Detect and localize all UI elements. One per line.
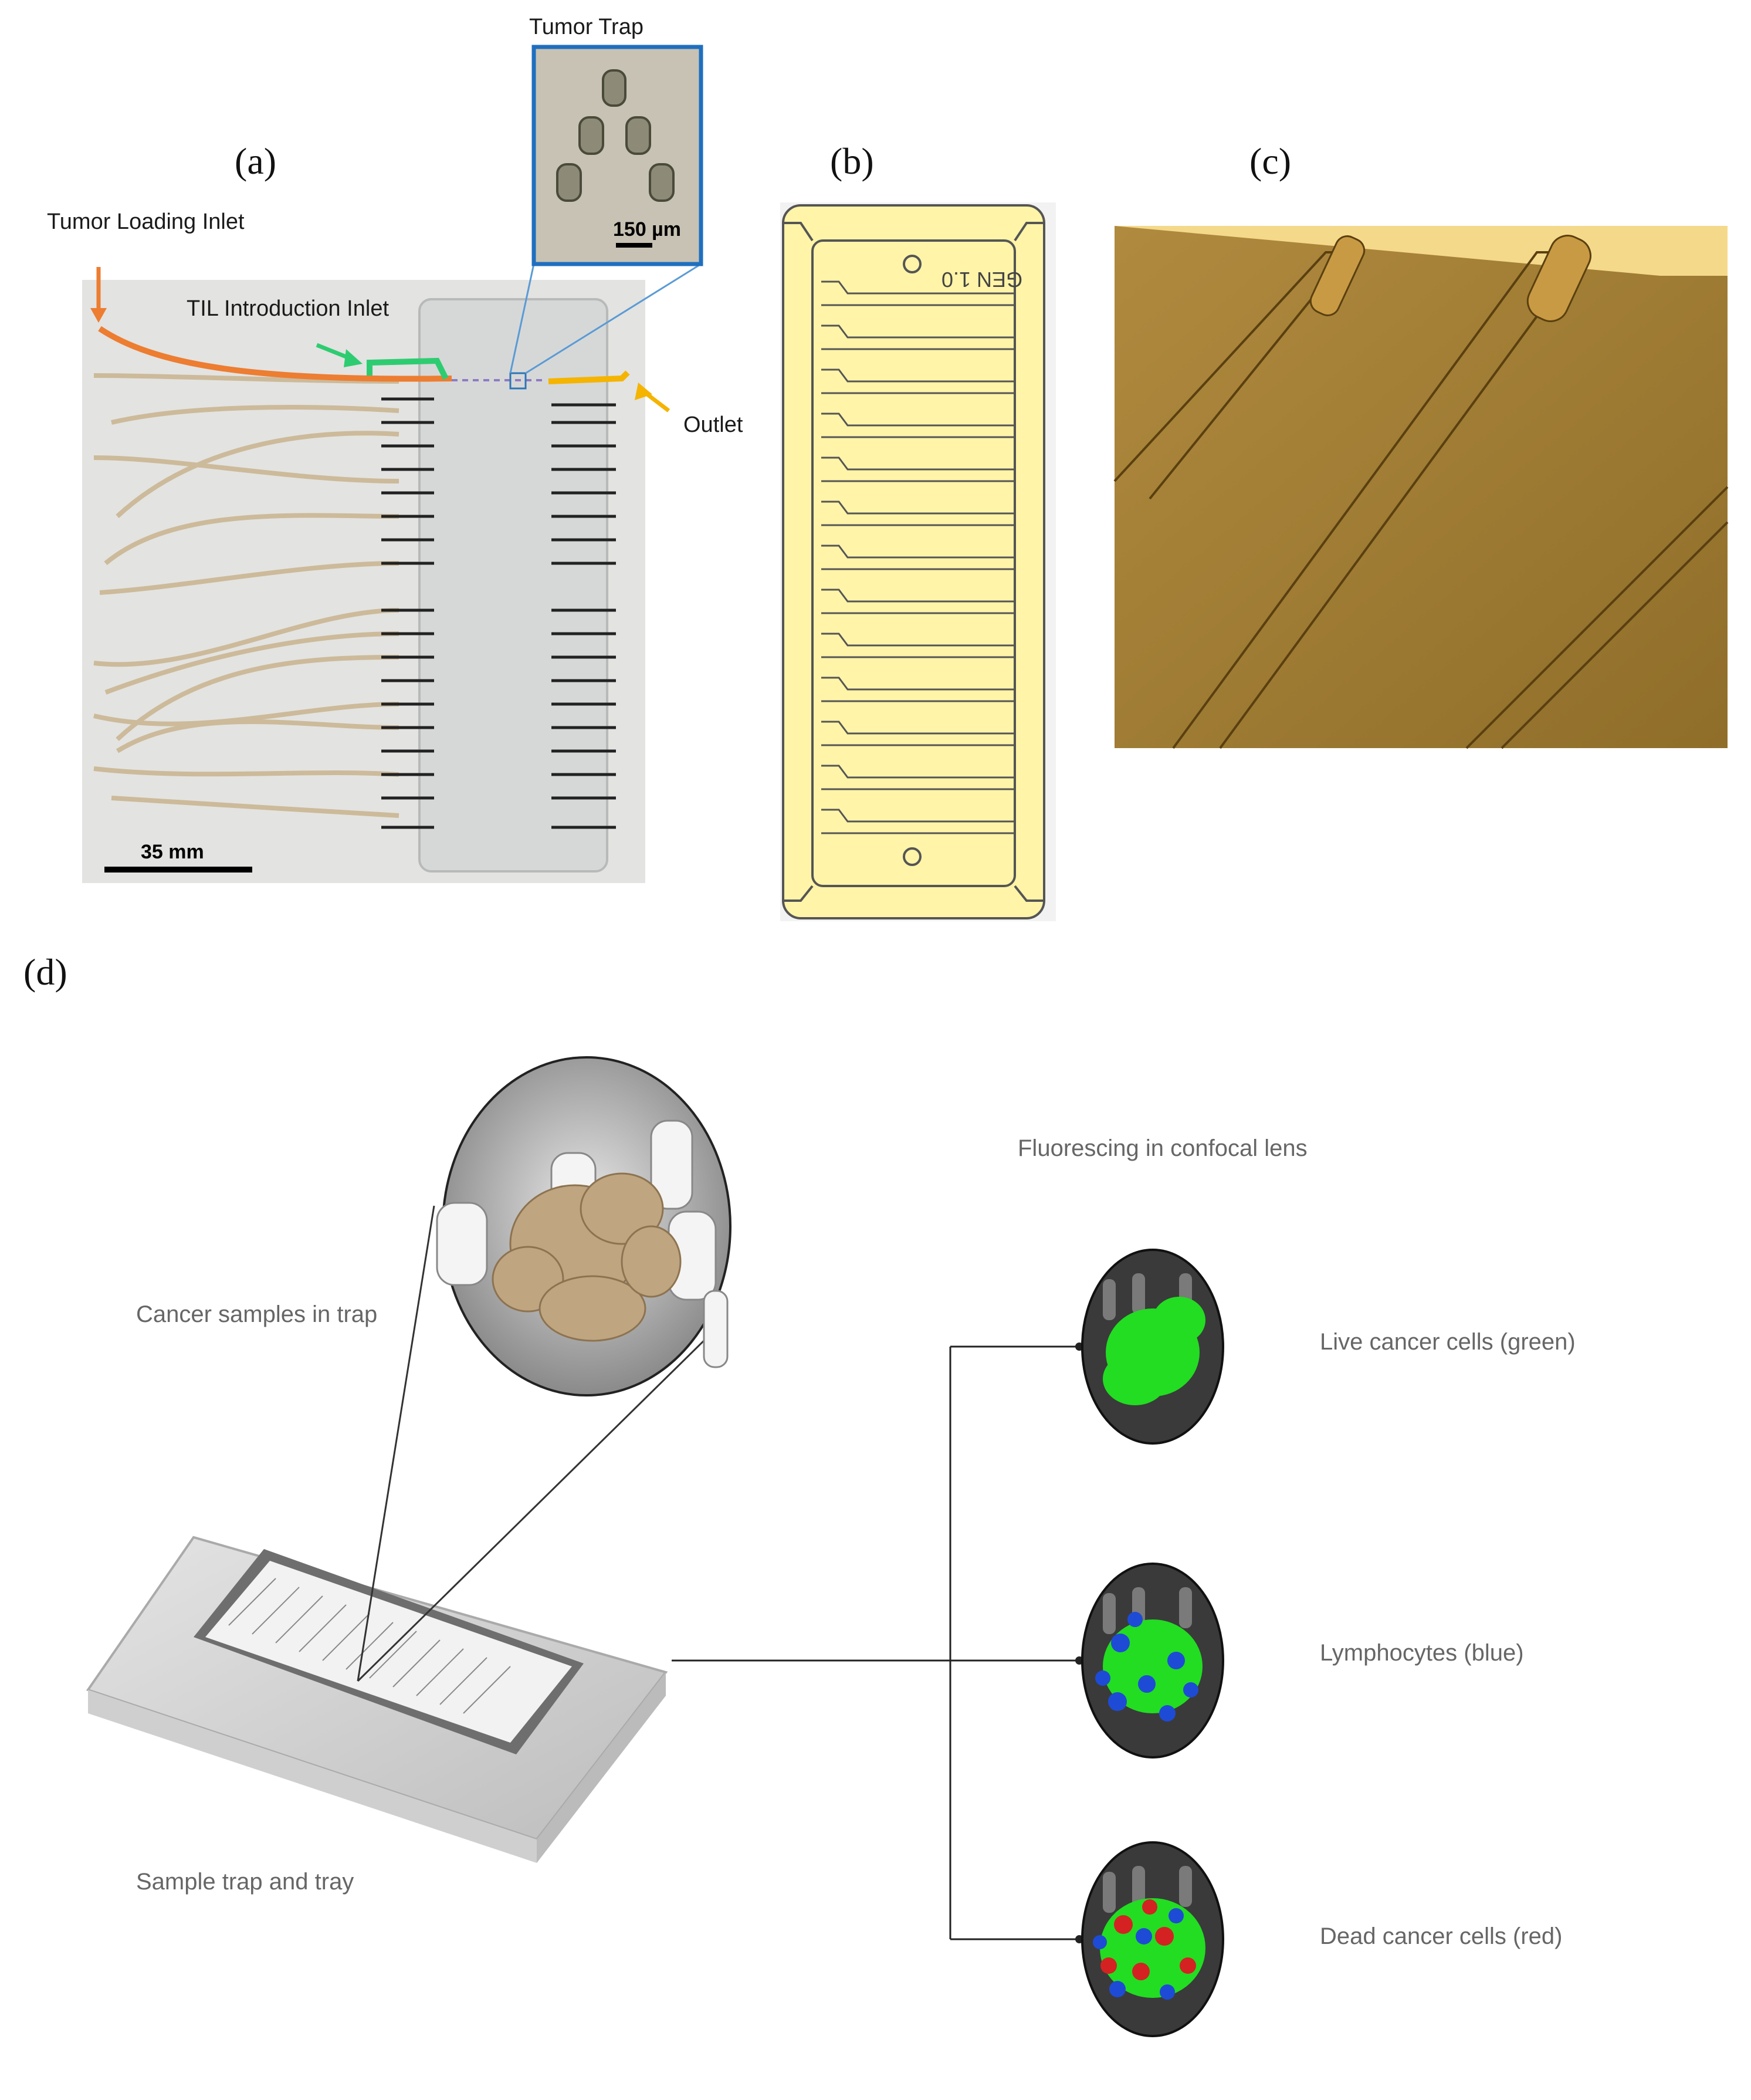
- sample-trap-label: Sample trap and tray: [136, 1869, 354, 1895]
- tumor-loading-inlet-label: Tumor Loading Inlet: [47, 209, 245, 234]
- outlet-line: [548, 370, 630, 384]
- til-introduction-inlet-label: TIL Introduction Inlet: [187, 296, 390, 321]
- annotation-arrows: [90, 267, 670, 412]
- inset-scale-label: 150 µm: [613, 218, 681, 241]
- sample-tray: [86, 1536, 668, 1863]
- panel-d-label: (d): [23, 951, 67, 993]
- til-line: [367, 357, 449, 380]
- chip-inner: [811, 239, 1016, 887]
- cad-surface: [1115, 226, 1728, 748]
- trap-posts: [556, 69, 675, 202]
- bracket-lines: [672, 1345, 1079, 1940]
- panel-b-label: (b): [830, 140, 874, 182]
- confocal-dead: [1081, 1841, 1224, 2037]
- trap-zoom-circle: [436, 1056, 731, 1396]
- lymphocytes-label: Lymphocytes (blue): [1320, 1640, 1524, 1666]
- confocal-lymphocytes: [1081, 1563, 1224, 1759]
- large-scale-label: 35 mm: [141, 841, 204, 863]
- panel-c-label: (c): [1249, 140, 1292, 182]
- dead-cells-label: Dead cancer cells (red): [1320, 1923, 1563, 1949]
- outlet-label: Outlet: [683, 412, 743, 437]
- chip-channels: [821, 280, 1015, 834]
- confocal-live: [1081, 1249, 1224, 1445]
- fluorescing-label: Fluorescing in confocal lens: [1018, 1135, 1308, 1161]
- trap-box: [509, 372, 527, 390]
- tumor-trap-label: Tumor Trap: [529, 15, 643, 39]
- tubing-left: [93, 373, 399, 818]
- tumor-sample: [492, 1172, 682, 1342]
- channel-rows: [381, 397, 616, 829]
- tumor-loading-line: [98, 326, 452, 382]
- cancer-samples-label: Cancer samples in trap: [136, 1301, 378, 1327]
- panel-a-label: (a): [235, 140, 277, 182]
- live-cells-label: Live cancer cells (green): [1320, 1329, 1576, 1355]
